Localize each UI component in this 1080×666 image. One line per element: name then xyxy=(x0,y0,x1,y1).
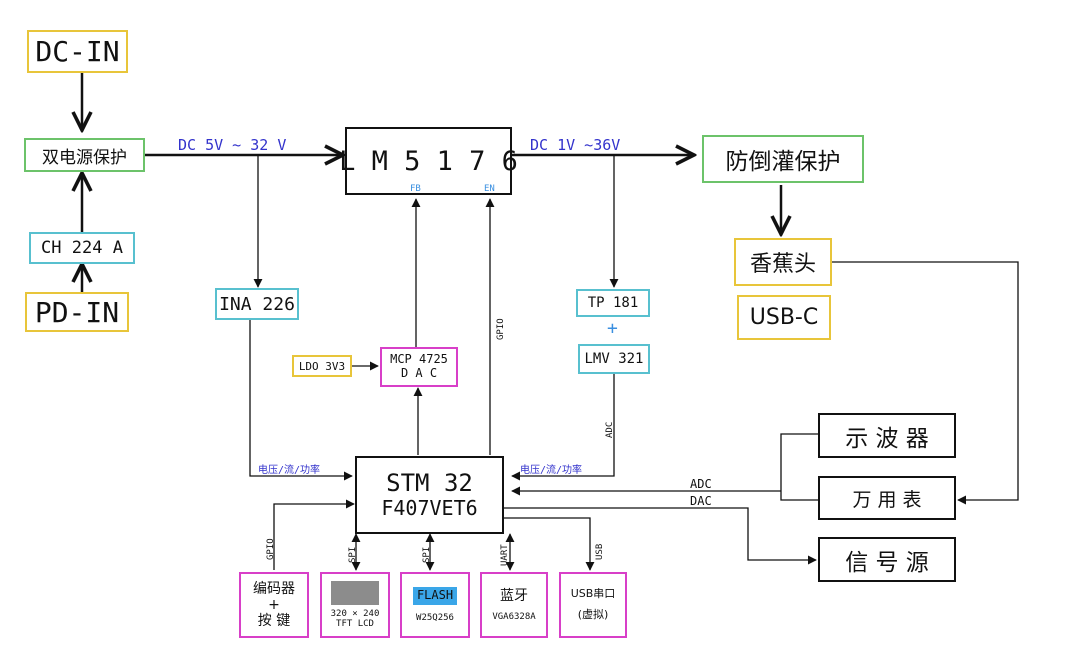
lm5176-label: L M 5 1 7 6 xyxy=(339,145,518,177)
lm5176-fb-pin: FB xyxy=(410,184,421,194)
ldo-box: LDO 3V3 xyxy=(292,355,352,377)
usb-bus-label: USB xyxy=(595,543,605,560)
usb-serial-box: USB串口 (虚拟) xyxy=(559,572,627,638)
oscilloscope-label: 示 波 器 xyxy=(845,425,929,452)
tp181-box: TP 181 xyxy=(576,289,650,317)
reverse-protection-label: 防倒灌保护 xyxy=(725,149,841,175)
usb-virtual-label: (虚拟) xyxy=(577,608,609,621)
pd-in-label: PD-IN xyxy=(34,295,120,329)
mcp4725-label: MCP 4725 xyxy=(390,352,448,367)
dc-output-range-label: DC 1V ~36V xyxy=(530,136,621,154)
dac-label: D A C xyxy=(400,366,438,380)
tft-lcd-box: 320 × 240 TFT LCD xyxy=(320,572,390,638)
keys-label: 按 键 xyxy=(257,613,291,630)
dual-power-protection-box: 双电源保护 xyxy=(24,138,145,172)
gpio-vertical-label: GPIO xyxy=(496,318,506,340)
dc-in-label: DC-IN xyxy=(35,35,120,68)
bluetooth-part-label: VGA6328A xyxy=(492,611,536,622)
encoder-keys-box: 编码器 + 按 键 xyxy=(239,572,309,638)
usb-serial-label: USB串口 xyxy=(570,587,616,601)
vip-left-label: 电压/流/功率 xyxy=(258,465,321,476)
ch224-label: CH 224 A xyxy=(41,238,123,258)
lm5176-box: L M 5 1 7 6 xyxy=(339,127,518,195)
oscilloscope-box: 示 波 器 xyxy=(818,413,956,458)
gpio-encoder-label: GPIO xyxy=(266,538,276,560)
flash-part-label: W25Q256 xyxy=(416,612,454,623)
banana-jack-box: 香蕉头 xyxy=(734,238,832,286)
adc-vertical-label: ADC xyxy=(605,421,615,438)
ch224-box: CH 224 A xyxy=(29,232,135,264)
usb-c-box: USB-C xyxy=(737,295,831,340)
bluetooth-box: 蓝牙 VGA6328A xyxy=(480,572,548,638)
banana-jack-label: 香蕉头 xyxy=(749,252,816,277)
lcd-name-label: TFT LCD xyxy=(336,619,374,629)
ina226-box: INA 226 xyxy=(215,288,299,320)
lmv321-label: LMV 321 xyxy=(584,351,644,367)
encoder-label: 编码器 xyxy=(253,580,295,597)
ldo-label: LDO 3V3 xyxy=(298,359,346,373)
dc-input-range-label: DC 5V ~ 32 V xyxy=(178,136,287,154)
bluetooth-label: 蓝牙 xyxy=(500,587,528,604)
lcd-resolution-label: 320 × 240 xyxy=(330,608,380,619)
stm32-label: STM 32 xyxy=(386,468,473,497)
multimeter-label: 万 用 表 xyxy=(852,488,922,511)
usb-c-label: USB-C xyxy=(749,305,819,330)
tp181-label: TP 181 xyxy=(587,295,639,311)
ina226-label: INA 226 xyxy=(219,293,295,315)
stm32-box: STM 32 F407VET6 xyxy=(355,456,504,534)
flash-box: FLASH W25Q256 xyxy=(400,572,470,638)
spi-lcd-label: SPI xyxy=(348,546,358,563)
stm32-part-label: F407VET6 xyxy=(381,496,478,521)
signal-generator-box: 信 号 源 xyxy=(818,537,956,582)
flash-chip-icon: FLASH xyxy=(412,586,458,605)
dual-power-protection-label: 双电源保护 xyxy=(42,147,127,168)
signal-generator-label: 信 号 源 xyxy=(845,549,929,576)
adc-horizontal-label: ADC xyxy=(690,477,712,491)
lmv321-box: LMV 321 xyxy=(578,344,650,374)
reverse-protection-box: 防倒灌保护 xyxy=(702,135,864,183)
vip-right-label: 电压/流/功率 xyxy=(520,465,583,476)
dc-in-box: DC-IN xyxy=(27,30,128,73)
encoder-plus-label: + xyxy=(268,596,280,613)
multimeter-box: 万 用 表 xyxy=(818,476,956,520)
lm5176-en-pin: EN xyxy=(484,184,495,194)
pd-in-box: PD-IN xyxy=(25,292,129,332)
uart-label: UART xyxy=(500,544,510,566)
mcp4725-dac-box: MCP 4725 D A C xyxy=(380,347,458,387)
dac-horizontal-label: DAC xyxy=(690,494,712,508)
plus-sign: + xyxy=(607,318,618,339)
lcd-screen-icon xyxy=(331,580,379,605)
spi-flash-label: SPI xyxy=(422,546,432,563)
